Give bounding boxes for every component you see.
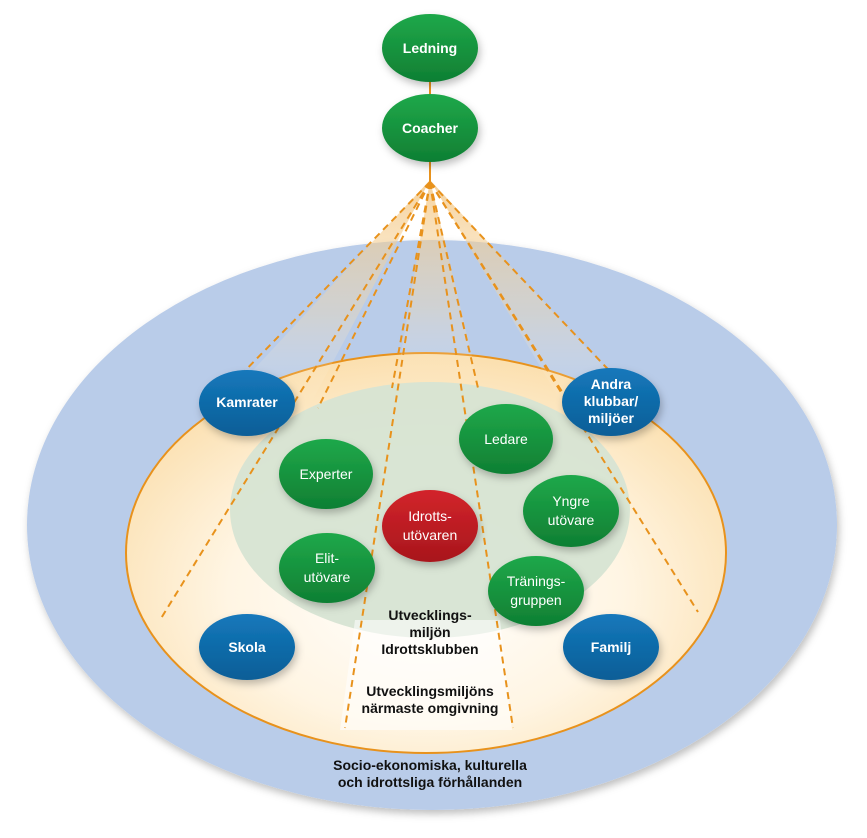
node-andra-line3: miljöer — [588, 410, 634, 426]
node-andra-line2: klubbar/ — [584, 393, 639, 409]
node-elit[interactable]: Elit- utövare — [279, 533, 375, 603]
caption-middle-line1: Utvecklingsmiljöns — [366, 683, 494, 699]
node-yngre-line1: Yngre — [552, 493, 590, 509]
node-experter[interactable]: Experter — [279, 439, 373, 509]
caption-middle: Utvecklingsmiljöns närmaste omgivning — [362, 683, 499, 716]
node-kamrater-label: Kamrater — [216, 394, 278, 410]
node-traning-line2: gruppen — [510, 592, 561, 608]
node-ledning[interactable]: Ledning — [382, 14, 478, 82]
node-elit-line2: utövare — [304, 569, 351, 585]
beam-wedge — [340, 620, 512, 730]
caption-outer: Socio-ekonomiska, kulturella och idrotts… — [333, 757, 527, 790]
node-coacher-label: Coacher — [402, 120, 459, 136]
node-elit-line1: Elit- — [315, 550, 339, 566]
caption-outer-line1: Socio-ekonomiska, kulturella — [333, 757, 527, 773]
node-yngre-line2: utövare — [548, 512, 595, 528]
node-yngre[interactable]: Yngre utövare — [523, 475, 619, 547]
node-skola-label: Skola — [228, 639, 266, 655]
node-center-line2: utövaren — [403, 527, 457, 543]
node-center-line1: Idrotts- — [408, 508, 452, 524]
node-ledning-label: Ledning — [403, 40, 457, 56]
caption-inner: Utvecklings- miljön Idrottsklubben — [381, 607, 478, 657]
caption-inner-line2: miljön — [409, 624, 450, 640]
node-familj-label: Familj — [591, 639, 631, 655]
node-traning-line1: Tränings- — [507, 573, 566, 589]
node-ledare-label: Ledare — [484, 431, 528, 447]
node-traning[interactable]: Tränings- gruppen — [488, 556, 584, 626]
node-coacher[interactable]: Coacher — [382, 94, 478, 162]
caption-middle-line2: närmaste omgivning — [362, 700, 499, 716]
node-familj[interactable]: Familj — [563, 614, 659, 680]
caption-outer-line2: och idrottsliga förhållanden — [338, 774, 522, 790]
node-kamrater[interactable]: Kamrater — [199, 370, 295, 436]
node-ledare[interactable]: Ledare — [459, 404, 553, 474]
caption-inner-line1: Utvecklings- — [388, 607, 472, 623]
node-skola[interactable]: Skola — [199, 614, 295, 680]
node-andra-line1: Andra — [591, 376, 632, 392]
node-experter-label: Experter — [300, 466, 353, 482]
node-idrottsutovaren[interactable]: Idrotts- utövaren — [382, 490, 478, 562]
caption-inner-line3: Idrottsklubben — [381, 641, 478, 657]
node-andra-klubbar[interactable]: Andra klubbar/ miljöer — [562, 368, 660, 436]
